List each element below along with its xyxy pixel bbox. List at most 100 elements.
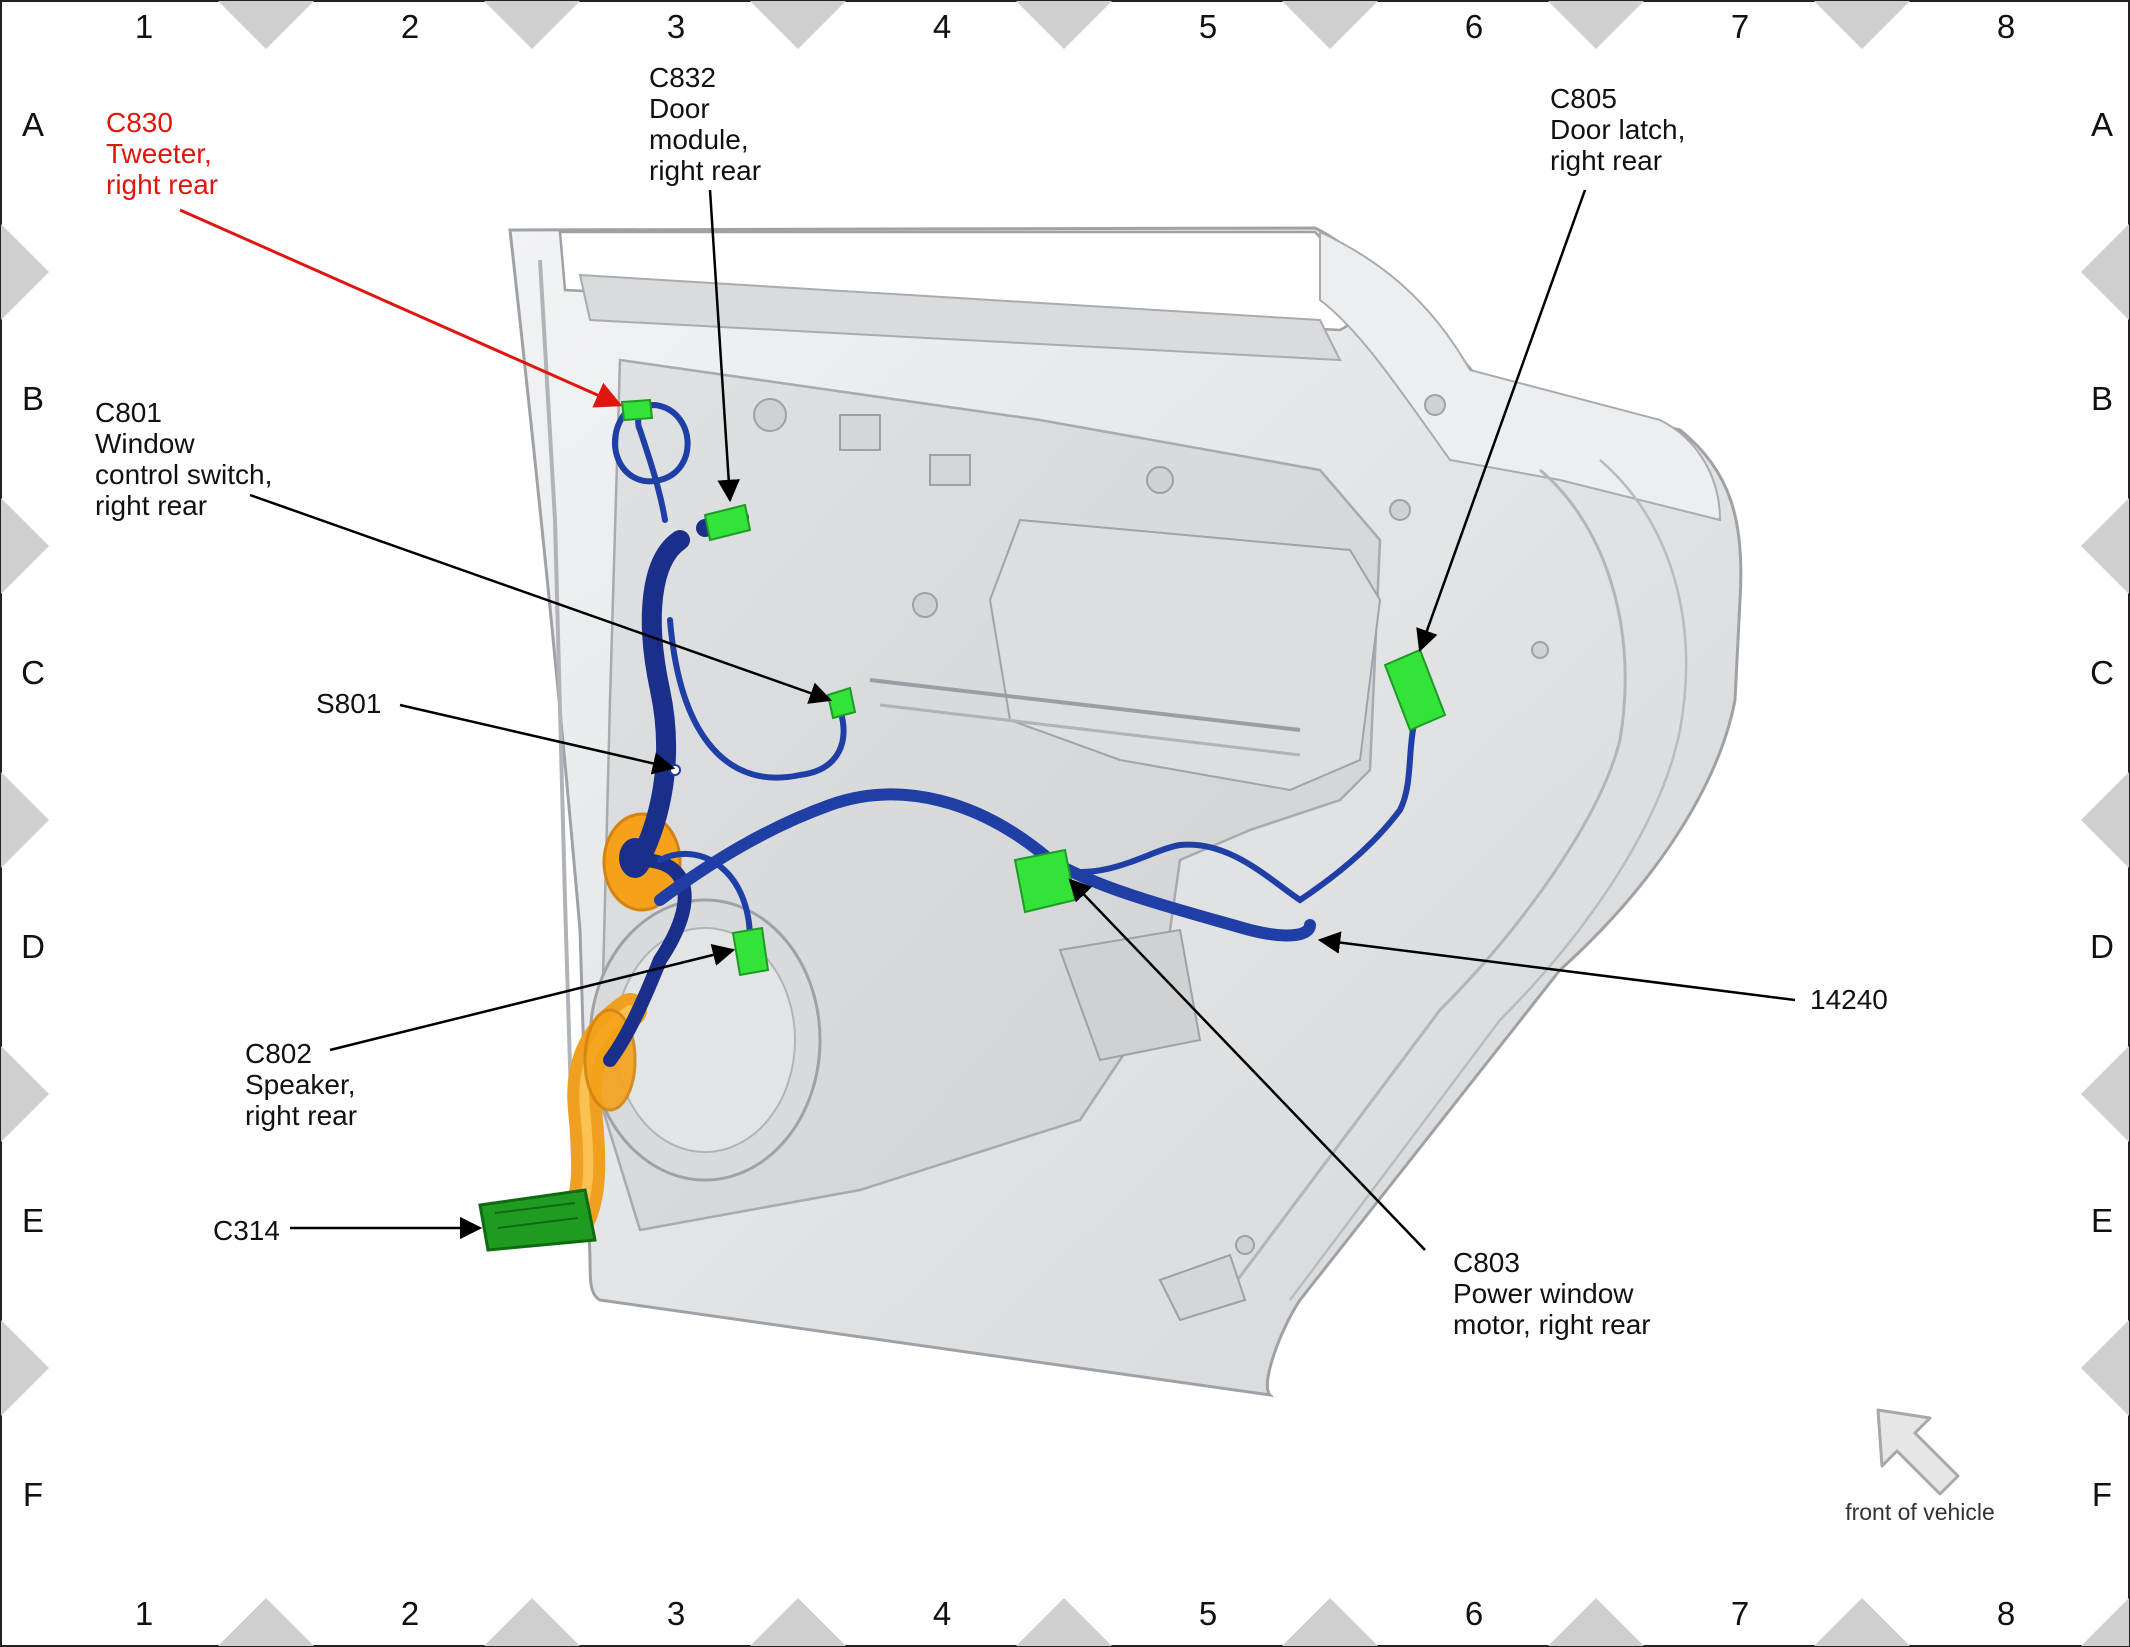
- callout-c801-line4: right rear: [95, 490, 207, 521]
- border-diamond-bottom: [1814, 1598, 1910, 1646]
- connector-c801: [826, 686, 857, 720]
- callout-c802-line2: Speaker,: [245, 1069, 356, 1100]
- callout-c805-line2: Door latch,: [1550, 114, 1685, 145]
- grid-column-label-top: 7: [1731, 8, 1749, 45]
- callout-c832-line4: right rear: [649, 155, 761, 186]
- border-diamond-left: [1, 772, 49, 868]
- border-diamond-bottom: [484, 1598, 580, 1646]
- grid-column-label-bottom: 4: [933, 1595, 951, 1632]
- border-diamond-bottom: [750, 1598, 846, 1646]
- border-diamond-top: [484, 1, 580, 49]
- grid-row-label-left: E: [22, 1202, 44, 1239]
- border-diamond-right: [2081, 224, 2129, 320]
- callout-c832-line3: module,: [649, 124, 749, 155]
- grid-column-label-bottom: 7: [1731, 1595, 1749, 1632]
- connector-c830: [620, 398, 654, 422]
- leader-c830: [179, 208, 623, 408]
- callout-c805-line3: right rear: [1550, 145, 1662, 176]
- border-diamond-right: [2081, 1320, 2129, 1416]
- connector-c805: [1383, 648, 1447, 732]
- callout-c801-line2: Window: [95, 428, 195, 459]
- grid-row-label-right: A: [2091, 106, 2113, 143]
- wiring-harness: [563, 401, 1423, 1232]
- callout-c832-line1: C832: [649, 62, 716, 93]
- leader-c801: [249, 493, 833, 704]
- grid-column-label-top: 8: [1997, 8, 2015, 45]
- connectors: [478, 398, 1447, 1252]
- grid-row-label-right: F: [2092, 1476, 2112, 1513]
- grid-column-label-top: 1: [135, 8, 153, 45]
- grid-column-label-top: 5: [1199, 8, 1217, 45]
- grid-row-label-left: D: [21, 928, 45, 965]
- front-of-vehicle-indicator: front of vehicle: [1845, 1408, 1995, 1525]
- grid-row-label-right: E: [2091, 1202, 2113, 1239]
- callout-c803-line1: C803: [1453, 1247, 1520, 1278]
- grid-column-label-bottom: 8: [1997, 1595, 2015, 1632]
- grid-row-label-left: C: [21, 654, 45, 691]
- leader-14240: [1317, 931, 1796, 1002]
- border-diamond-left: [1, 1320, 49, 1416]
- callout-leaders: [179, 189, 1796, 1251]
- border-diamond-top: [1016, 1, 1112, 49]
- callout-14240: 14240: [1810, 984, 1888, 1015]
- border-diamond-bottom: [1548, 1598, 1644, 1646]
- callout-s801: S801: [316, 688, 381, 719]
- border-diamond-top: [750, 1, 846, 49]
- border-diamond-left: [1, 498, 49, 594]
- svg-text:14240: 14240: [1810, 984, 1888, 1015]
- leader-c805: [1416, 189, 1587, 653]
- connector-c832: [703, 503, 752, 542]
- border-diamond-right: [2081, 1046, 2129, 1142]
- svg-text:C314: C314: [213, 1215, 280, 1246]
- border-diamond-left: [1, 224, 49, 320]
- leader-c803: [1068, 878, 1426, 1251]
- grid-column-label-bottom: 1: [135, 1595, 153, 1632]
- grid-row-label-left: A: [22, 106, 44, 143]
- leader-c832: [708, 189, 740, 503]
- grid-column-label-top: 6: [1465, 8, 1483, 45]
- callout-c830-line2: Tweeter,: [106, 138, 212, 169]
- grid-row-label-right: D: [2090, 928, 2114, 965]
- door-panel: [508, 226, 1743, 1398]
- callout-c314-line1: C314: [213, 1215, 280, 1246]
- svg-text:S801: S801: [316, 688, 381, 719]
- leader-s801: [399, 703, 676, 775]
- border-diamond-top: [218, 1, 314, 49]
- callout-s801-line1: S801: [316, 688, 381, 719]
- grid-row-label-left: F: [23, 1476, 43, 1513]
- border-diamond-top: [1814, 1, 1910, 49]
- grid-column-label-bottom: 6: [1465, 1595, 1483, 1632]
- grid-column-label-bottom: 2: [401, 1595, 419, 1632]
- border-diamond-corner: [2081, 1598, 2129, 1646]
- callout-c805-line1: C805: [1550, 83, 1617, 114]
- callout-14240-line1: 14240: [1810, 984, 1888, 1015]
- callout-c803-line3: motor, right rear: [1453, 1309, 1651, 1340]
- border-diamond-bottom: [1016, 1598, 1112, 1646]
- border-diamond-right: [2081, 498, 2129, 594]
- grid-column-label-top: 4: [933, 8, 951, 45]
- grid-column-label-bottom: 3: [667, 1595, 685, 1632]
- grid-column-label-top: 2: [401, 8, 419, 45]
- border-diamond-bottom: [1282, 1598, 1378, 1646]
- grid-row-label-right: C: [2090, 654, 2114, 691]
- callout-c832-line2: Door: [649, 93, 710, 124]
- grid-column-label-bottom: 5: [1199, 1595, 1217, 1632]
- connector-c803: [1013, 848, 1077, 914]
- connector-c802: [731, 926, 770, 977]
